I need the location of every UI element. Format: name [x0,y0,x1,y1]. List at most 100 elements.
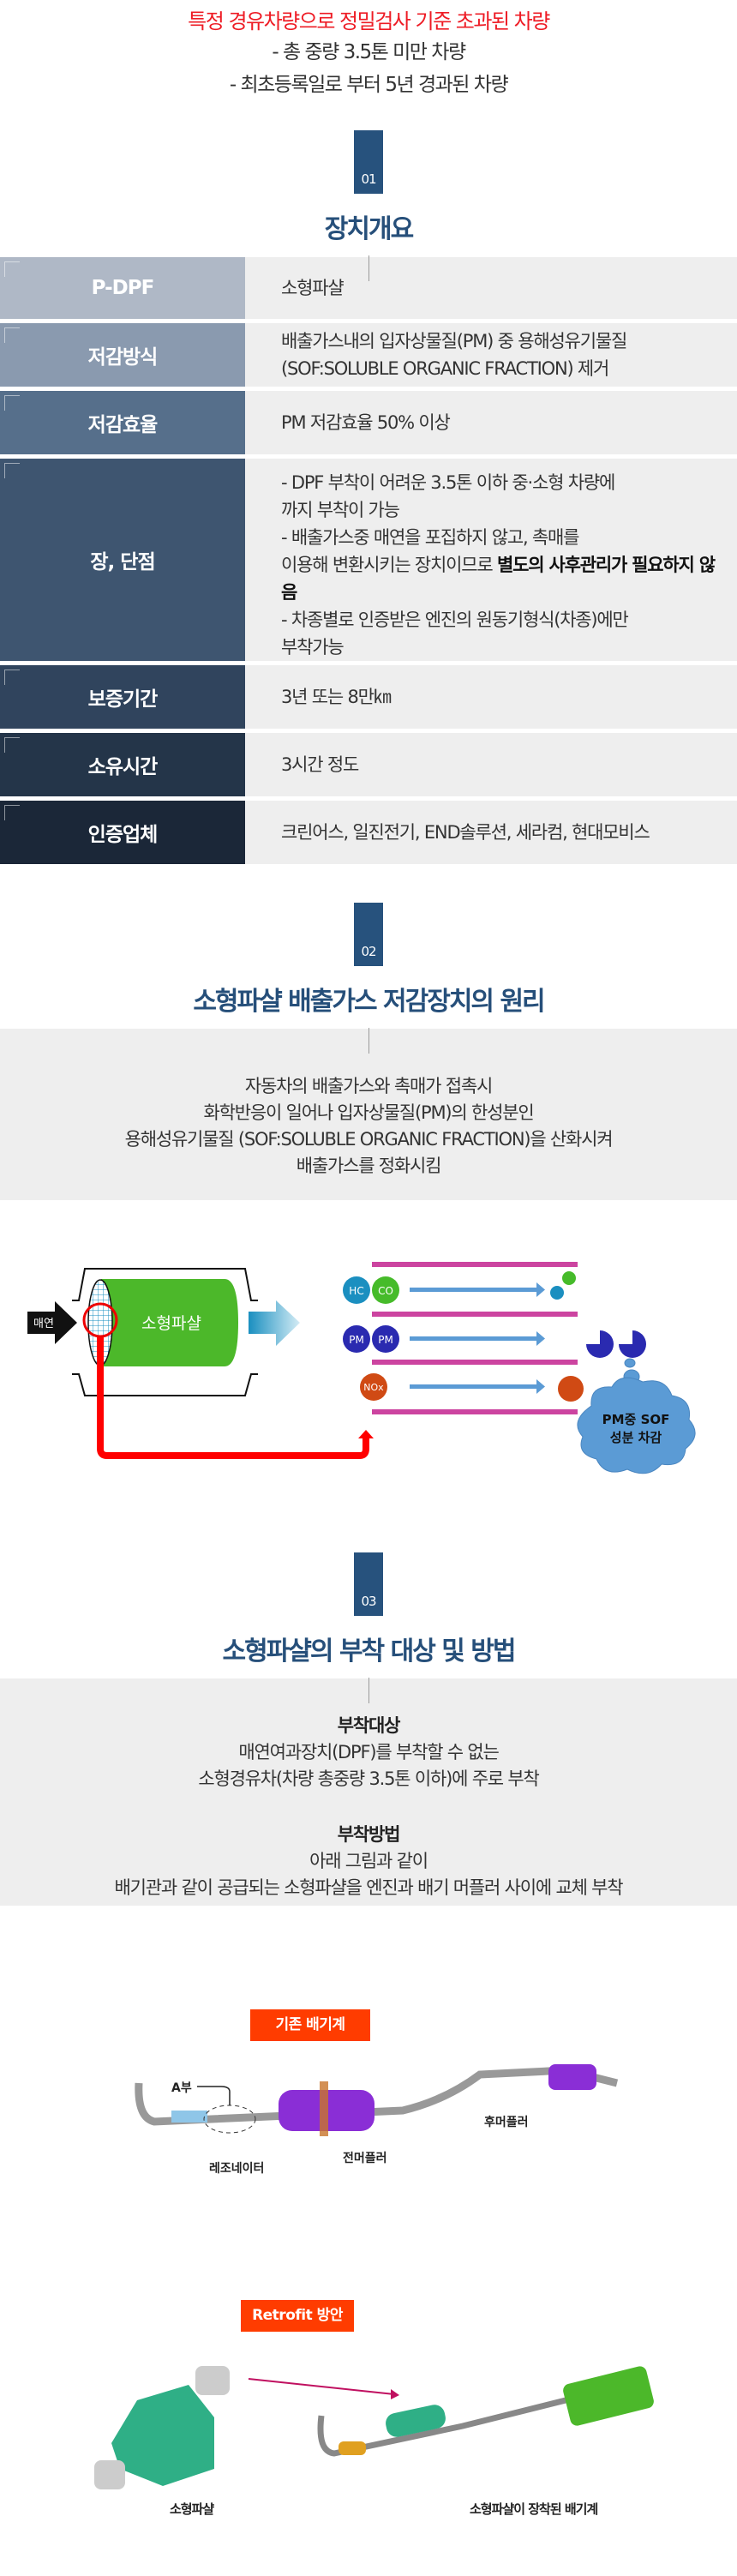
principle-diagram: 소형파샬 매연 HC CO PM PM NOx [0,1217,737,1492]
molecule-label: HC [349,1285,363,1297]
corner-mark [4,670,20,685]
row-value: 3년 또는 8만㎞ [245,665,737,729]
product-pm-reduced [586,1330,614,1358]
divider-line [368,1678,369,1703]
dpf-flange [94,2460,125,2489]
section-2-header: 02 소형파샬 배출가스 저감장치의 원리 [0,903,737,1054]
method-heading: 부착방법 [337,1824,401,1845]
highlight-circle [82,1302,118,1338]
intro-condition: - 총 중량 3.5톤 미만 차량 [272,41,466,63]
table-row: 보증기간 3년 또는 8만㎞ [0,665,737,729]
intro-condition: - 최초등록일로 부터 5년 경과된 차량 [229,74,509,96]
molecule-pm [343,1325,370,1353]
installed-pipe [317,2388,601,2457]
section-number: 02 [361,944,376,959]
section-title: 소형파샬 배출가스 저감장치의 원리 [193,987,545,1017]
table-row: 인증업체 크린어스, 일진전기, END솔루션, 세라컴, 현대모비스 [0,801,737,864]
cloud-text: PM중 SOF [602,1412,670,1427]
figure-tag-retrofit: Retrofit 방안 [241,2300,354,2332]
corner-mark [4,463,20,478]
product-pm-reduced [619,1330,646,1358]
divider-line [368,255,369,281]
catalyst-body [101,1279,238,1366]
spec-table: P-DPF 소형파샬 저감방식 배출가스내의 입자상물질(PM) 중 용해성유기… [0,257,737,868]
existing-exhaust-figure: A부 레조네이터 전머플러 후머플러 [135,2064,619,2176]
molecule-co [372,1276,399,1304]
section-number-badge: 01 [354,130,383,194]
row-value: - DPF 부착이 어려운 3.5톤 이하 중·소형 차량에 까지 부착이 가능… [245,459,737,661]
row-label: 소유시간 [0,733,245,796]
flow-line [97,1337,369,1459]
section-1-header: 01 장치개요 [0,130,737,281]
row-label: 인증업체 [0,801,245,864]
retrofit-arrow [248,2378,395,2395]
bold-highlight: 별도의 사후관리가 필요하지 않음 [281,555,716,603]
corner-mark [4,737,20,753]
row-label: 저감효율 [0,391,245,454]
attachment-info: 부착대상 매연여과장치(DPF)를 부착할 수 없는 소형경유차(차량 총중량 … [0,1678,737,1906]
installed-muffler [563,2366,654,2426]
section-number: 03 [361,1594,376,1609]
reaction-arrows [410,1282,545,1394]
label-installed: 소형파샬이 장착된 배기계 [470,2501,598,2517]
molecule-label: PM [378,1334,393,1346]
dpf-flange [195,2366,230,2395]
muffler-bracket [320,2081,328,2136]
section-title: 장치개요 [324,214,414,244]
figure-tag-existing: 기존 배기계 [250,2009,370,2041]
section-title: 소형파샬의 부착 대상 및 방법 [222,1636,517,1666]
dpf-unit [111,2385,214,2486]
cloud-text: 성분 차감 [610,1430,662,1445]
input-label: 매연 [33,1318,54,1330]
section-number: 01 [361,171,376,187]
table-row: 장, 단점 - DPF 부착이 어려운 3.5톤 이하 중·소형 차량에 까지 … [0,459,737,661]
row-label: 보증기간 [0,665,245,729]
corner-mark [4,805,20,820]
diagram-svg: 소형파샬 매연 HC CO PM PM NOx [27,1262,696,1474]
installed-resonator [339,2441,366,2455]
section-number-badge: 03 [354,1552,383,1616]
device-label: 소형파샬 [141,1314,201,1333]
principle-description: 자동차의 배출가스와 촉매가 접촉시 화학반응이 일어나 입자상물질(PM)의 … [0,1029,737,1200]
output-arrow [249,1300,300,1346]
label-resonator: 레조네이터 [209,2161,264,2176]
separators [372,1262,578,1414]
row-value: PM 저감효율 50% 이상 [245,391,737,454]
table-row: 저감효율 PM 저감효율 50% 이상 [0,391,737,454]
product-hc [550,1286,564,1300]
product-co [562,1271,576,1285]
corner-mark [4,261,20,277]
molecule-label: PM [349,1334,364,1346]
resonator [171,2111,207,2123]
row-label: P-DPF [0,257,245,319]
label-front-muffler: 전머플러 [343,2151,387,2165]
row-label: 장, 단점 [0,459,245,661]
housing-outline [72,1373,258,1396]
corner-mark [4,327,20,343]
table-row: 저감방식 배출가스내의 입자상물질(PM) 중 용해성유기물질 (SOF:SOL… [0,323,737,387]
intro: 특정 경유차량으로 정밀검사 기준 초과된 차량 - 총 중량 3.5톤 미만 … [0,0,737,101]
table-row: 소유시간 3시간 정도 [0,733,737,796]
molecule-nox [360,1373,387,1401]
molecule-hc [343,1276,370,1304]
molecule-label: NOx [363,1382,384,1393]
corner-mark [4,395,20,411]
row-value: 소형파샬 [245,257,737,319]
molecule-pm [372,1325,399,1353]
molecule-label: CO [378,1285,393,1297]
divider-line [368,1028,369,1054]
label-a-part: A부 [171,2081,192,2095]
product-nox [558,1376,584,1402]
intro-headline: 특정 경유차량으로 정밀검사 기준 초과된 차량 [188,9,550,33]
exhaust-pipe [135,2066,619,2126]
flow-arrowhead [358,1430,374,1438]
section-3-header: 03 소형파샬의 부착 대상 및 방법 [0,1552,737,1703]
retrofit-figure [94,2366,654,2489]
table-row: P-DPF 소형파샬 [0,257,737,319]
row-value: 3시간 정도 [245,733,737,796]
pointer-line [197,2086,231,2105]
housing-outline [72,1268,258,1301]
row-value: 크린어스, 일진전기, END솔루션, 세라컴, 현대모비스 [245,801,737,864]
row-value: 배출가스내의 입자상물질(PM) 중 용해성유기물질 (SOF:SOLUBLE … [245,323,737,387]
thought-cloud [577,1358,696,1474]
